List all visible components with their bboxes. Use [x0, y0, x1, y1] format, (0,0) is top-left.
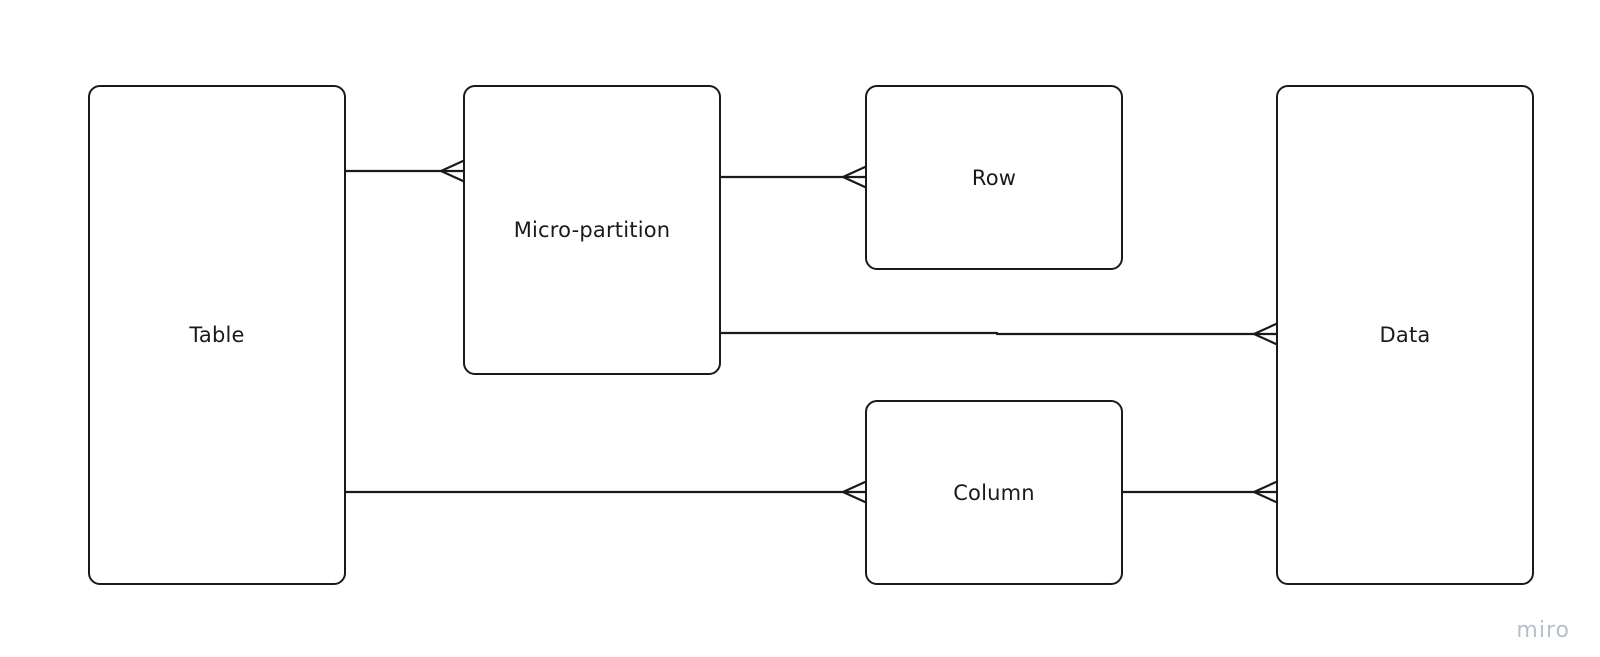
entity-table-label: Table [189, 323, 245, 347]
miro-watermark-logo: miro [1516, 618, 1570, 643]
entity-row[interactable]: Row [865, 85, 1123, 270]
entity-column[interactable]: Column [865, 400, 1123, 585]
entity-micro-partition-label: Micro-partition [513, 218, 671, 242]
entity-row-label: Row [971, 165, 1017, 190]
connector-table-micro-partition[interactable] [344, 159, 465, 183]
connector-table-column[interactable] [344, 480, 867, 504]
entity-column-label: Column [953, 480, 1035, 505]
connector-column-data[interactable] [1121, 480, 1278, 504]
connector-micro-partition-data[interactable] [719, 322, 1278, 346]
connector-micro-partition-row[interactable] [719, 165, 867, 189]
entity-micro-partition[interactable]: Micro-partition [463, 85, 721, 375]
entity-table[interactable]: Table [88, 85, 346, 585]
entity-data[interactable]: Data [1276, 85, 1534, 585]
entity-data-label: Data [1379, 323, 1431, 347]
